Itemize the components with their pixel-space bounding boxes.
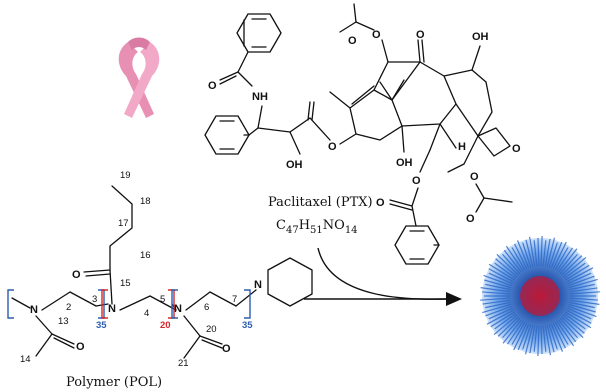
oxygen-label: O (470, 171, 479, 183)
carbon-number: 15 (120, 278, 131, 289)
hydroxyl-label-2: OH (396, 157, 413, 169)
oxygen-label: O (466, 213, 475, 225)
carbon-number: 17 (118, 218, 129, 229)
hydroxyl-label-1: OH (286, 159, 303, 171)
carbon-number: 19 (120, 170, 131, 181)
repeat-count-c: 35 (242, 320, 253, 331)
oxygen-label: O (328, 141, 337, 153)
oxygen-label: O (512, 143, 521, 155)
oxygen-label: O (72, 269, 81, 281)
oxygen-label: O (372, 29, 381, 41)
polymer-name: Polymer (POL) (66, 375, 162, 390)
oxygen-label: O (348, 35, 357, 47)
nitrogen-label-4: N (254, 279, 262, 291)
micelle-nanoparticle-icon (480, 236, 600, 356)
oxygen-label: O (222, 343, 231, 355)
nitrogen-label-2: N (108, 303, 116, 315)
carbon-number: 20 (206, 324, 217, 335)
nitrogen-label-3: N (174, 303, 182, 315)
oxygen-label: O (208, 80, 217, 92)
carbon-number: 13 (58, 316, 69, 327)
nitrogen-label-1: N (30, 304, 38, 316)
carbon-number: 18 (140, 196, 151, 207)
carbon-number: 3 (92, 294, 97, 305)
oxygen-label: O (376, 197, 385, 209)
carbon-number: 16 (140, 250, 151, 261)
carbon-number: 5 (160, 294, 165, 305)
carbon-number: 7 (232, 294, 237, 305)
self-assembly-arrows (304, 247, 462, 306)
polymer-structure: O N O N N O N 35 2 (7, 170, 313, 369)
hydroxyl-label-3: OH (472, 31, 489, 43)
oxygen-label: O (412, 175, 421, 187)
repeat-count-b: 20 (160, 320, 171, 331)
pink-ribbon-icon (118, 37, 160, 118)
carbon-number: 6 (204, 302, 209, 313)
paclitaxel-formula: C47H51NO14 (276, 218, 358, 236)
paclitaxel-name: Paclitaxel (PTX) (268, 195, 373, 210)
oxygen-label: O (416, 29, 425, 41)
carbon-number: 21 (178, 358, 189, 369)
carbon-number: 4 (144, 308, 149, 319)
carbon-number: 2 (66, 302, 71, 313)
repeat-count-a: 35 (96, 320, 107, 331)
paclitaxel-structure: O NH OH O O O O (204, 3, 521, 265)
hydrogen-label: H (458, 141, 466, 153)
carbon-number: 14 (20, 354, 31, 365)
oxygen-label: O (76, 341, 85, 353)
nh-label: NH (252, 91, 268, 103)
